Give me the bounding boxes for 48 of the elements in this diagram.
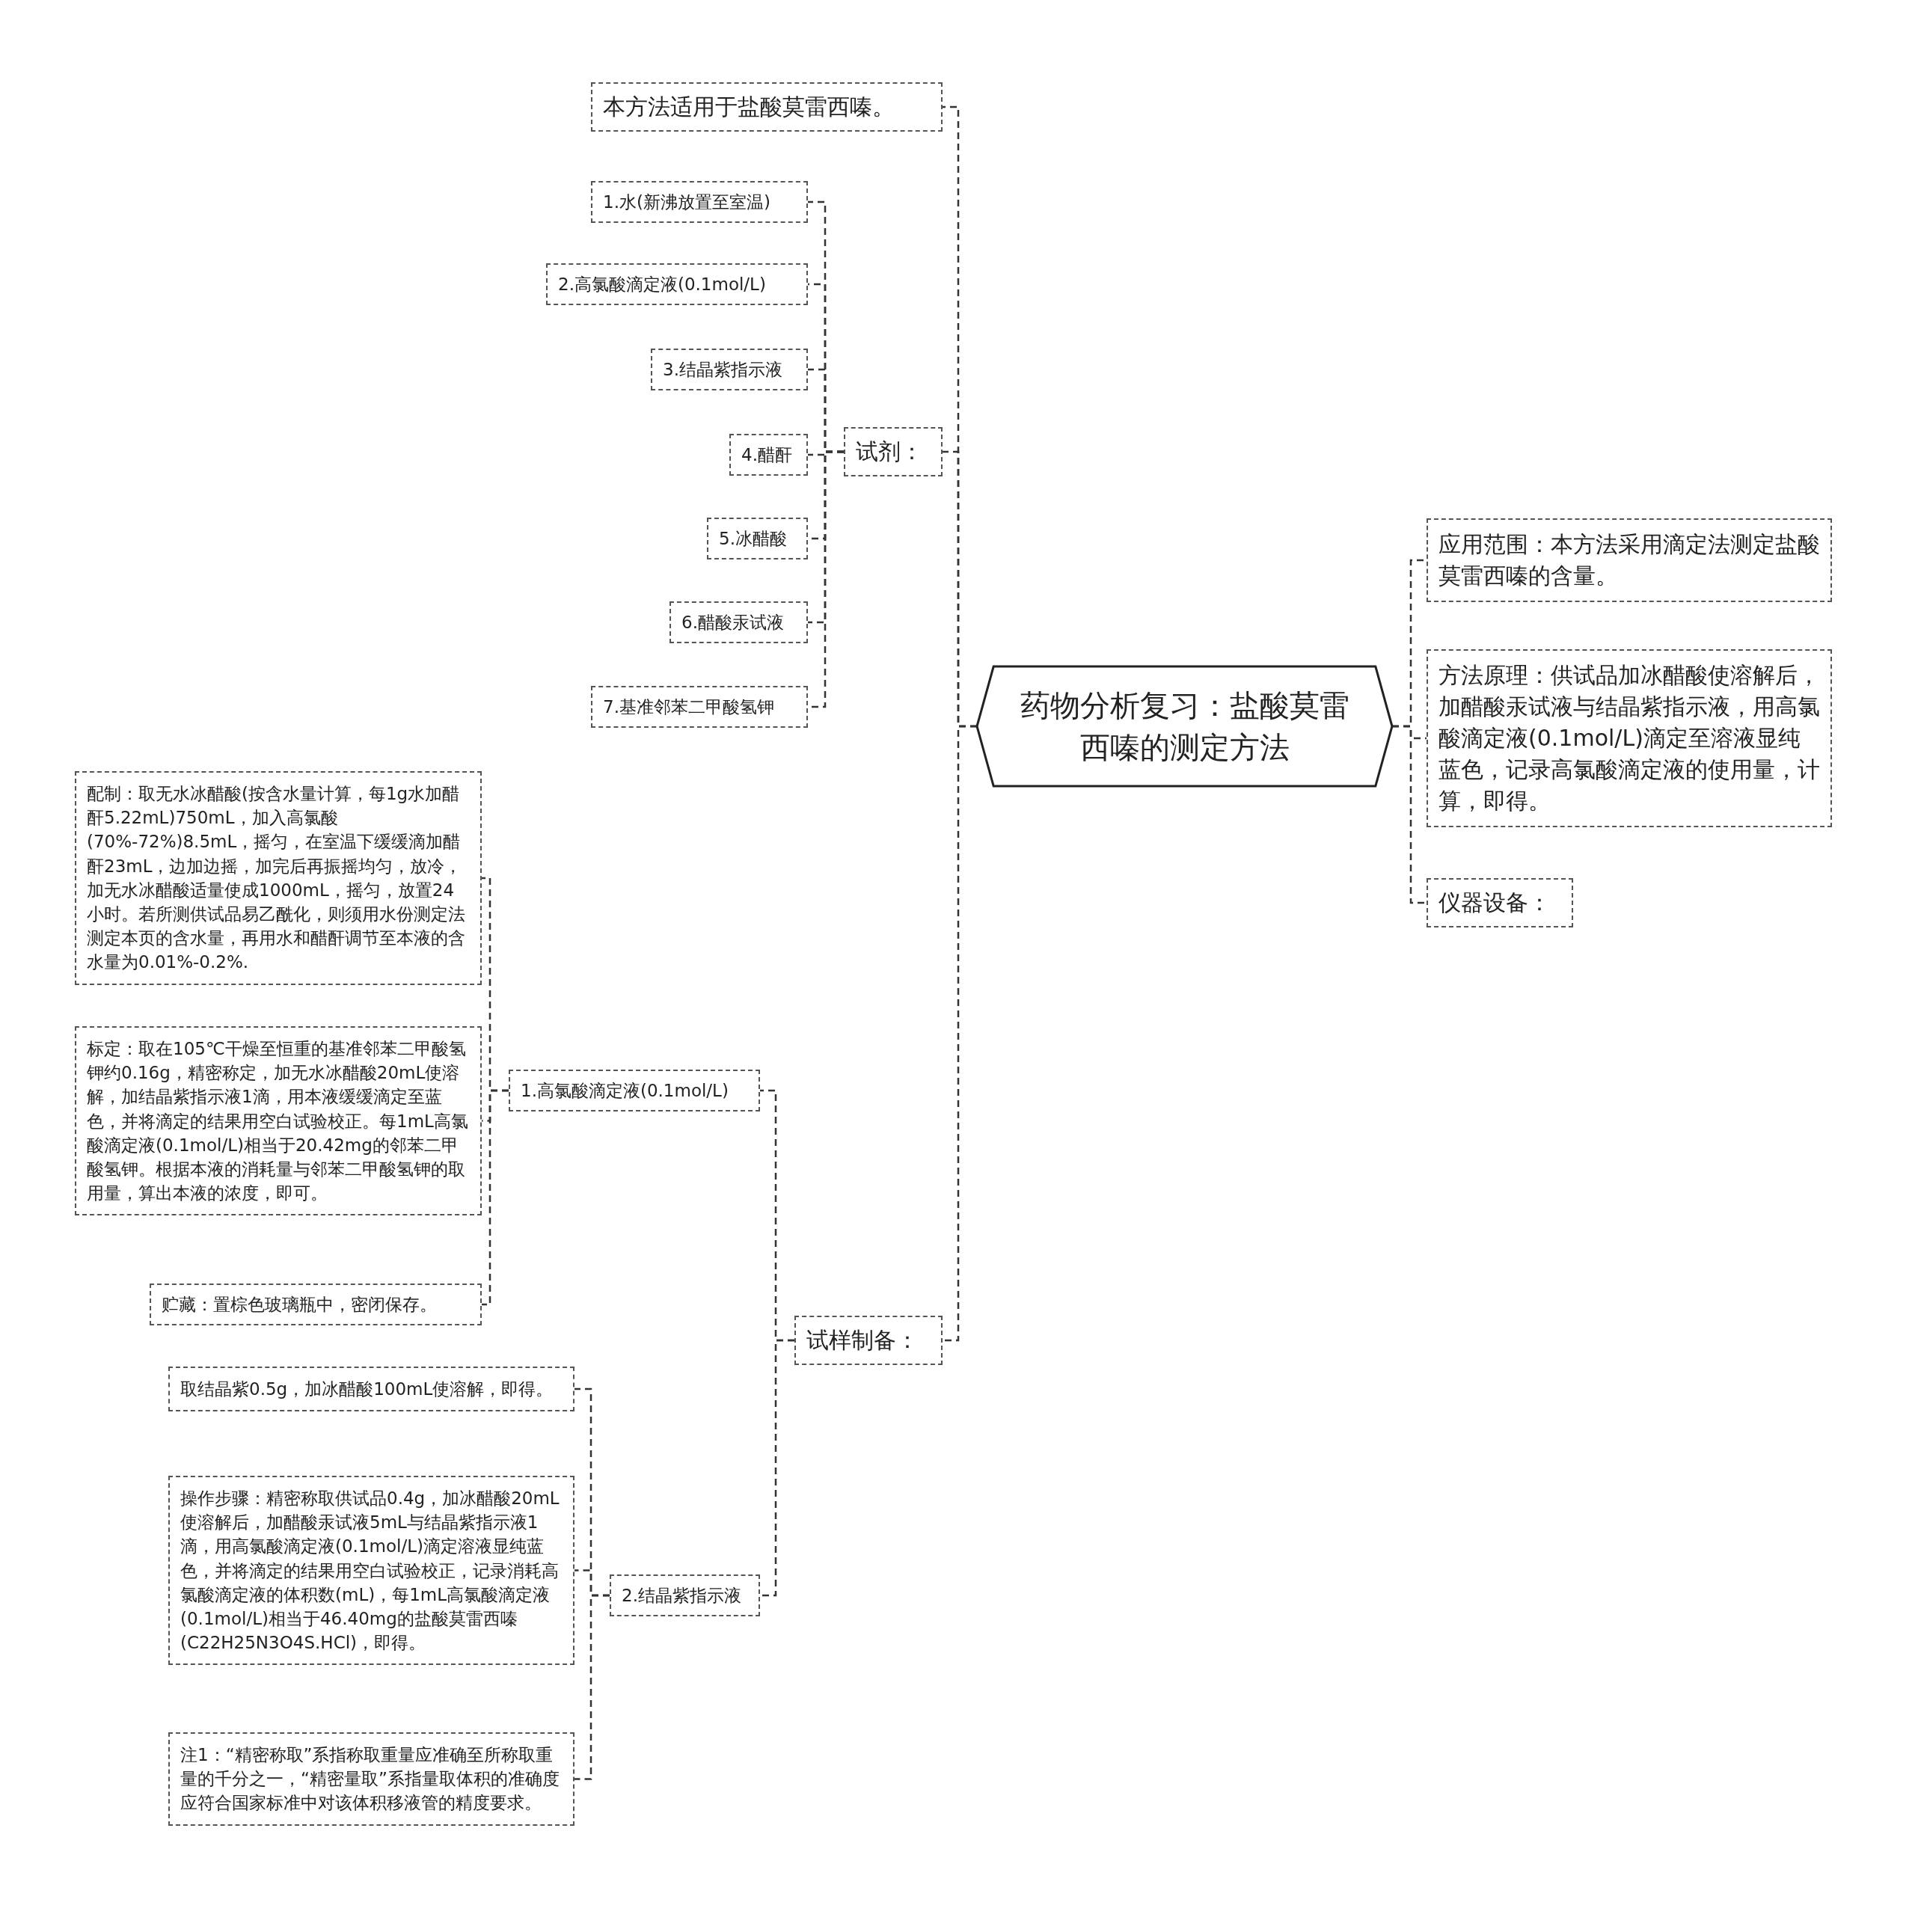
topic-text: 2.高氯酸滴定液(0.1mol/L) bbox=[558, 274, 766, 295]
topic-box bbox=[168, 1367, 574, 1412]
topic-box bbox=[729, 434, 808, 476]
topic-text: 2.结晶紫指示液 bbox=[622, 1585, 741, 1607]
topic-box bbox=[707, 518, 808, 560]
topic-box bbox=[794, 1316, 943, 1365]
topic-text: 配制：取无水冰醋酸(按含水量计算，每1g水加醋酐5.22mL)750mL，加入高氯酸(70%-72%)8.5mL，摇匀，在室温下缓缓滴加醋酐23mL，边加边摇，加完后再振摇均匀，放冷，加无水冰醋酸适量使成1000mL，摇匀，放置24小时。若所测供试品易乙酰化，则须用水份测定法测定本页的含水量，再用水和醋酐调节至本液的含水量为0.01%-0.2%. bbox=[87, 783, 466, 974]
topic-text: 1.高氯酸滴定液(0.1mol/L) bbox=[521, 1080, 729, 1102]
connector-line bbox=[1392, 725, 1427, 904]
topic-text: 取结晶紫0.5g，加冰醋酸100mL使溶解，即得。 bbox=[180, 1379, 554, 1400]
topic-text: 贮藏：置棕色玻璃瓶中，密闭保存。 bbox=[162, 1294, 437, 1316]
topic-text: 操作步骤：精密称取供试品0.4g，加冰醋酸20mL使溶解后，加醋酸汞试液5mL与结晶紫指示液1滴，用高氯酸滴定液(0.1mol/L)滴定溶液显纯蓝色，并将滴定的结果用空白试验校正，记录消耗高氯酸滴定液的体积数(mL)，每1mL高氯酸滴定液(0.1mol/L)相当于46.40mg的盐酸莫雷西嗪(C22H25N3O4S.HCl)，即得。 bbox=[180, 1488, 560, 1655]
topic-text: 方法原理：供试品加冰醋酸使溶解后，加醋酸汞试液与结晶紫指示液，用高氯酸滴定液(0.1mol/L)滴定至溶液显纯蓝色，记录高氯酸滴定液的使用量，计算，即得。 bbox=[1438, 661, 1820, 815]
topic-text: 本方法适用于盐酸莫雷西嗪。 bbox=[603, 93, 895, 121]
title-text: 药物分析复习：盐酸莫雷西嗪的测定方法 bbox=[1019, 687, 1350, 766]
topic-text: 标定：取在105℃干燥至恒重的基准邻苯二甲酸氢钾约0.16g，精密称定，加无水冰醋酸20mL使溶解，加结晶紫指示液1滴，用本液缓缓滴定至蓝色，并将滴定的结果用空白试验校正。每1mL高氯酸滴定液(0.1mol/L)相当于20.42mg的邻苯二甲酸氢钾。根据本液的消耗量与邻苯二甲酸氢钾的取用量，算出本液的浓度，即可。 bbox=[87, 1038, 469, 1205]
connector-line bbox=[482, 1089, 509, 1306]
topic-box bbox=[651, 349, 808, 391]
topic-box bbox=[150, 1284, 482, 1326]
topic-box bbox=[75, 771, 482, 985]
topic-text: 1.水(新沸放置至室温) bbox=[603, 191, 770, 213]
topic-text: 试样制备： bbox=[806, 1326, 919, 1355]
topic-text: 试剂： bbox=[856, 438, 923, 466]
topic-text: 6.醋酸汞试液 bbox=[681, 612, 784, 634]
topic-text: 4.醋酐 bbox=[741, 444, 792, 466]
connector-line bbox=[943, 725, 977, 1342]
topic-box bbox=[75, 1026, 482, 1216]
topic-text: 注1：“精密称取”系指称取重量应准确至所称取重量的千分之一，“精密量取”系指量取体积的准确度应符合国家标准中对该体积移液管的精度要求。 bbox=[180, 1744, 560, 1815]
topic-box bbox=[1427, 518, 1832, 602]
topic-box bbox=[610, 1574, 760, 1617]
topic-box bbox=[591, 82, 943, 132]
topic-text: 仪器设备： bbox=[1438, 889, 1551, 917]
topic-box bbox=[1427, 878, 1573, 927]
topic-box bbox=[591, 686, 808, 729]
topic-box bbox=[844, 427, 943, 476]
topic-box bbox=[168, 1476, 574, 1666]
topic-box bbox=[509, 1070, 760, 1112]
connector-line bbox=[574, 1594, 610, 1780]
topic-text: 7.基准邻苯二甲酸氢钾 bbox=[603, 696, 774, 718]
topic-text: 5.冰醋酸 bbox=[719, 528, 787, 550]
topic-text: 应用范围：本方法采用滴定法测定盐酸莫雷西嗪的含量。 bbox=[1438, 530, 1820, 590]
topic-box bbox=[546, 263, 808, 306]
topic-box bbox=[670, 601, 808, 644]
connector-line bbox=[760, 1339, 794, 1597]
topic-box bbox=[591, 181, 808, 224]
topic-box bbox=[168, 1732, 574, 1826]
topic-box bbox=[1427, 649, 1832, 827]
topic-text: 3.结晶紫指示液 bbox=[663, 359, 782, 381]
